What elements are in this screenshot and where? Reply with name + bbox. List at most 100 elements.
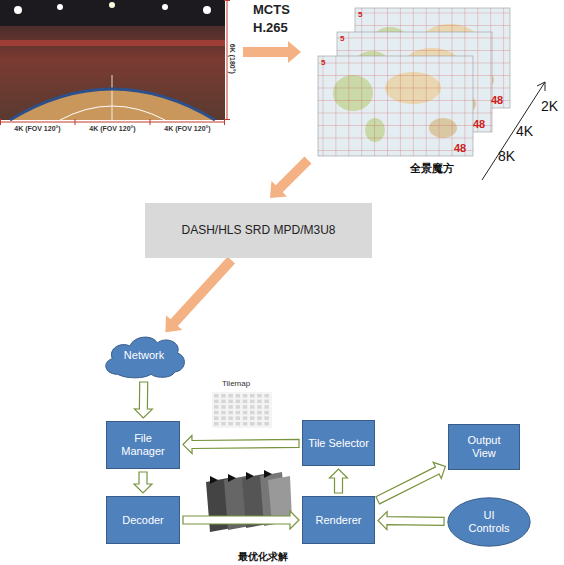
dimension-lines [0,0,230,125]
tile-cell [214,400,219,404]
tile-number: 48 [491,94,511,106]
node-text: Output View [463,434,505,459]
tile-cell [264,394,269,398]
tile-cell [243,411,248,415]
tile-cell [243,422,248,426]
node-text: UI Controls [465,509,513,534]
tile-cell [236,400,241,404]
cloud-shape [106,337,185,378]
tile-cell [257,422,262,426]
tile-cell [250,411,255,415]
flow-arrow [165,257,235,332]
input-ellipse: UI Controls [447,497,531,547]
tile-cell [264,422,269,426]
protocol-text: DASH/HLS SRD MPD/M3U8 [181,224,335,238]
tile-cell [221,411,226,415]
tile-cell [264,405,269,409]
dimension-label: 4K (FOV 120°) [150,125,225,133]
tile-cell [257,411,262,415]
tile-cell [228,416,233,420]
node-text: Renderer [316,514,362,527]
tile-cell [250,405,255,409]
tile-cell [228,400,233,404]
tile-cell [221,400,226,404]
tile-cell [250,416,255,420]
tile-cell [214,411,219,415]
codec-label: H.265 [253,21,303,35]
tile-cell [228,405,233,409]
tile-cell [221,405,226,409]
tile-cell [228,394,233,398]
tile-cell [221,416,226,420]
hollow-arrow [183,436,299,454]
caption-label: 全景魔方 [410,162,470,174]
tile-cell [221,394,226,398]
panorama-photo [0,0,225,120]
tile-cell [257,400,262,404]
hollow-arrow [376,462,445,504]
flow-arrow [243,41,301,63]
node-text: File Manager [121,432,165,457]
dimension-label: 4K (FOV 120°) [75,125,150,133]
tile-cell [243,400,248,404]
tile-cell [243,394,248,398]
tile-cell [214,394,219,398]
tile-cell [250,400,255,404]
process-box: Output View [448,424,520,470]
process-box: Renderer [302,496,375,544]
tile-number: 48 [473,118,493,130]
tile-layers [318,8,510,156]
tile-cell [236,422,241,426]
tile-number: 48 [454,142,474,154]
hollow-arrow [134,382,152,418]
tile-cell [264,400,269,404]
tile-cell [236,416,241,420]
tilemap-label: Tilemap [222,380,267,389]
tile-cell [236,405,241,409]
codec-label: MCTS [253,3,303,17]
tile-cell [214,416,219,420]
tile-cell [250,394,255,398]
flow-arrow [270,157,312,199]
ellipse-shape [448,498,530,546]
process-box: Tile Selector [302,420,375,466]
dimension-label: 6K (180°) [228,29,236,89]
dimension-label: 4K (FOV 120°) [0,125,75,133]
tile-cell [228,422,233,426]
tile-cell [214,405,219,409]
resolution-label: 4K [516,124,541,139]
network-cloud: Network [100,332,188,379]
tile-cell [214,422,219,426]
tile-number: 5 [340,35,352,44]
hollow-arrow [134,472,152,493]
caption-label: 最优化求解 [238,551,308,562]
hollow-arrow [183,511,299,529]
tile-cell [243,416,248,420]
node-text: Network [124,349,164,362]
tile-cell [236,394,241,398]
tile-number: 5 [321,59,333,68]
process-box: File Manager [106,421,180,469]
hollow-arrow [378,512,444,530]
hollow-arrow [330,469,348,493]
resolution-label: 8K [498,149,523,164]
tile-cell [257,405,262,409]
tile-cell [257,416,262,420]
tile-cell [264,416,269,420]
resolution-label: 2K [541,99,564,114]
tile-cell [236,411,241,415]
protocol-box: DASH/HLS SRD MPD/M3U8 [145,203,372,258]
tile-cell [257,394,262,398]
resolution-axis [482,82,545,180]
tile-cell [250,422,255,426]
node-text: Tile Selector [308,437,369,450]
tile-cell [243,405,248,409]
tile-number: 5 [358,11,370,20]
tilemap-grid [212,392,272,428]
node-text: Decoder [122,514,164,527]
tile-cell [228,411,233,415]
process-box: Decoder [106,496,180,544]
